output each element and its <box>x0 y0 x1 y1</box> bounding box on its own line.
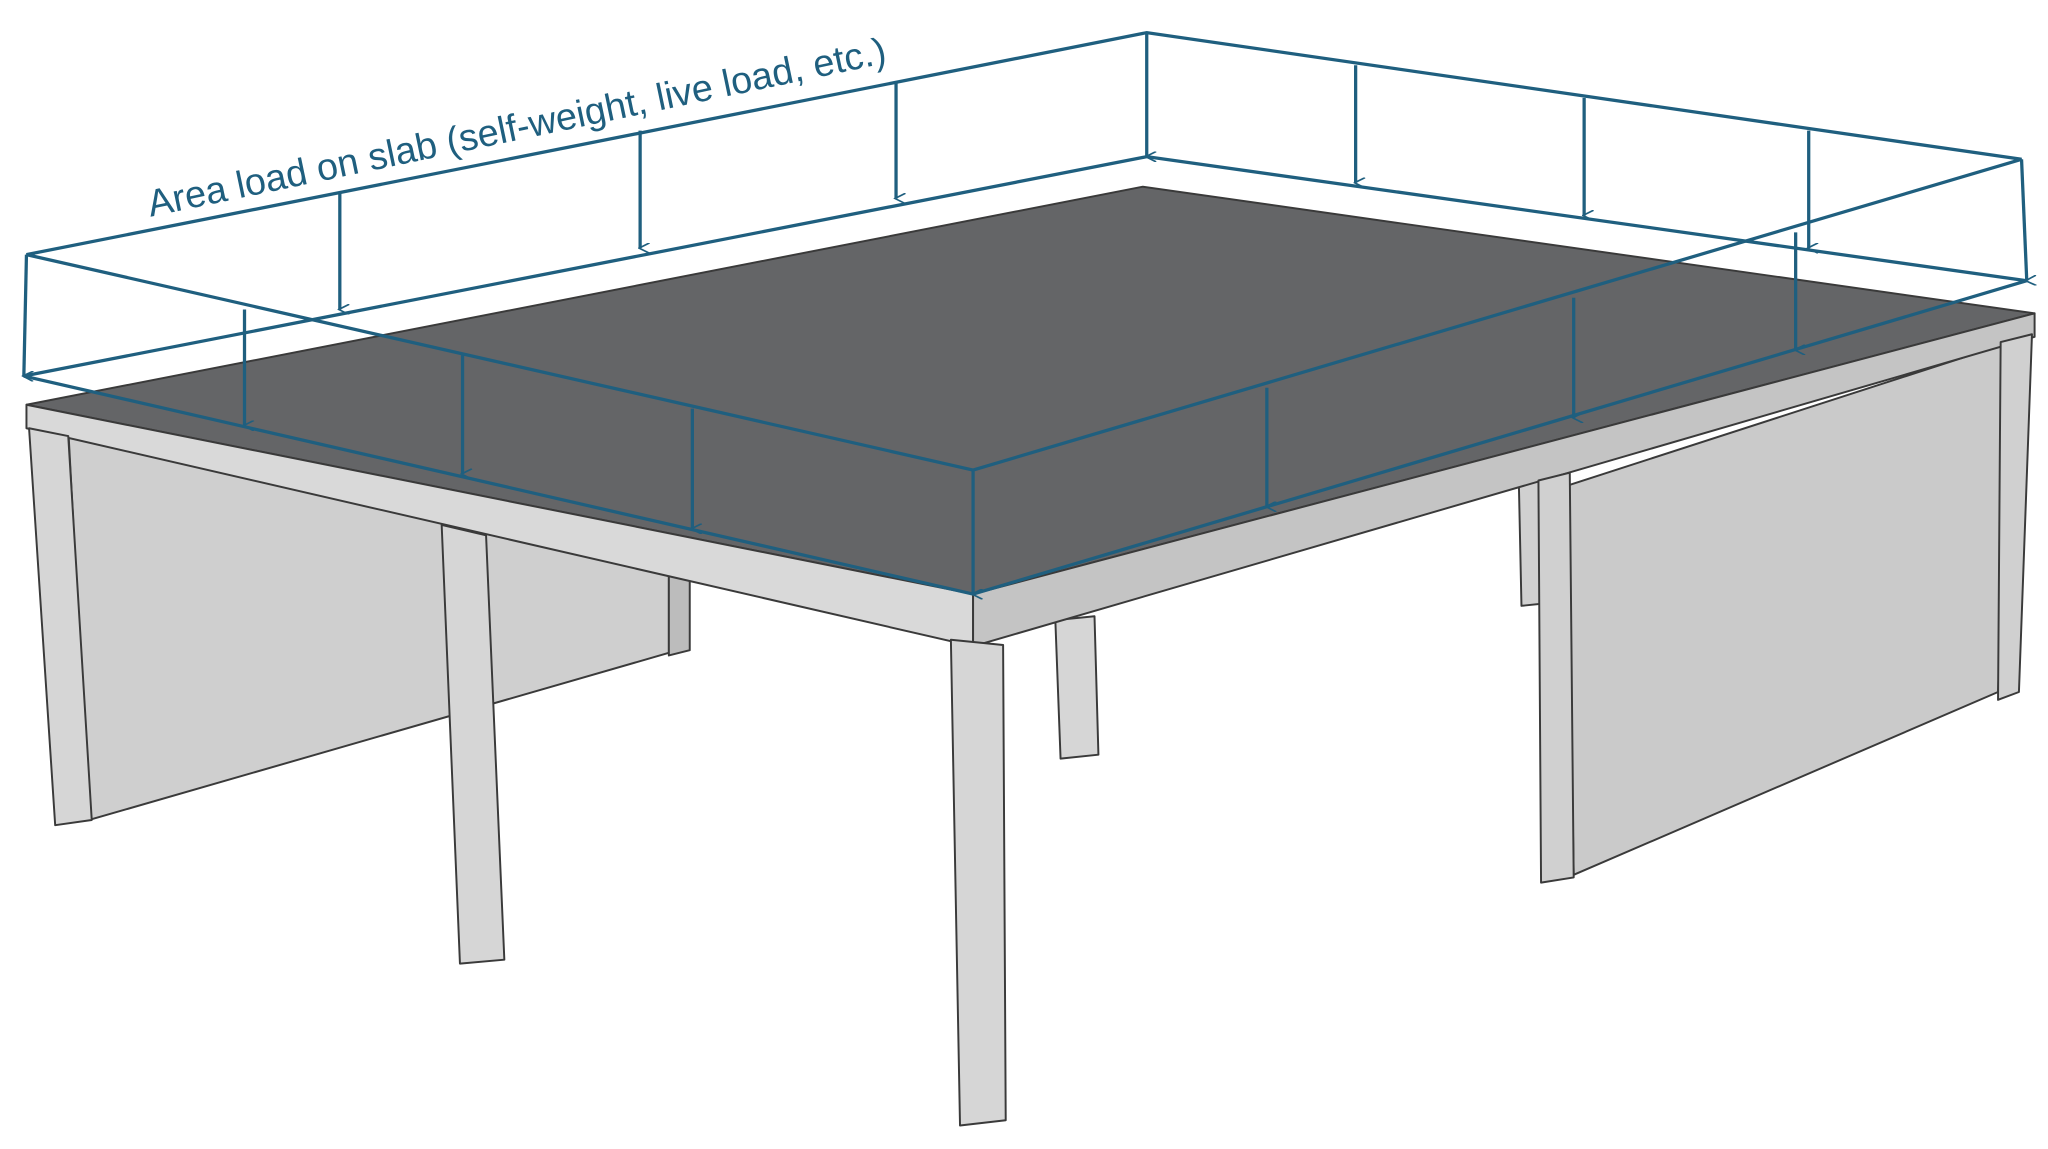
load-arrow <box>24 254 27 376</box>
area-load <box>23 30 2028 596</box>
slab-edge-right <box>972 312 2036 648</box>
column-left-corner <box>28 427 93 827</box>
wall-left-end <box>667 568 691 657</box>
column-left-middle <box>440 523 506 965</box>
column-front-corner <box>949 638 1007 1127</box>
column-right-front <box>1537 471 1575 884</box>
load-arrow <box>2019 159 2027 280</box>
column-right-corner <box>1997 333 2033 701</box>
load-frame-bottom <box>23 155 2028 596</box>
column-back-center <box>1054 615 1100 760</box>
load-label: Area load on slab (self-weight, live loa… <box>144 30 890 225</box>
